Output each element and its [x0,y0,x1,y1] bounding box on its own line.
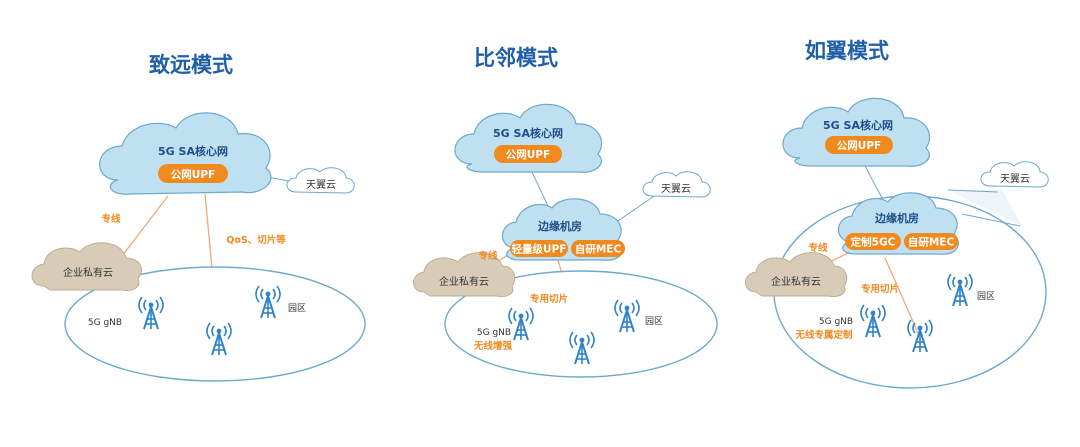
core-cloud-label: 5G SA核心网 [158,144,228,158]
park-zone [64,266,366,382]
public-upf-tag [825,136,893,154]
dedicated-line-label: 专线 [101,213,121,225]
park-label: 园区 [645,316,663,327]
edge-tag-custom-5gc [845,233,901,250]
dedicated-slice-label: 专用切片 [530,293,568,305]
dedicated-slice-label: 专用切片 [861,283,899,295]
gnb-label: 5G gNB [819,317,853,327]
tianyi-cloud [286,167,355,194]
line-edge-to-tianyi-2 [961,213,1021,227]
park-zone [444,270,718,378]
line-core-to-private [121,195,169,257]
edge-cloud-label: 边缘机房 [874,211,919,225]
private-cloud-label: 企业私有云 [439,275,489,288]
panel-zhiyuan: 致远模式 5G SA核心网 公网UPF 天翼云 企业私有云 专线 QoS、切片等… [31,53,366,382]
private-cloud [31,242,142,291]
line-edge-to-tianyi [611,191,661,226]
public-upf-label: 公网UPF [837,140,881,152]
public-upf-tag [158,164,228,183]
panel-ruyi: 如翼模式 5G SA核心网 公网UPF 天翼云 边缘机房 定制5GC 自研MEC… [745,39,1049,389]
line-core-to-edge [863,163,883,199]
tianyi-cloud-label: 天翼云 [1000,173,1030,185]
edge-tag-lightweight-upf [510,240,568,257]
core-network-cloud [99,112,272,195]
core-cloud-label: 5G SA核心网 [493,126,563,140]
dedicated-line-label: 专线 [808,242,828,254]
core-cloud-label: 5G SA核心网 [823,118,893,132]
panel-bilin: 比邻模式 5G SA核心网 公网UPF 天翼云 边缘机房 轻量级UPF 自研ME… [413,46,718,378]
edge-tag-label-1: 轻量级UPF [512,243,567,256]
core-network-cloud [782,97,931,167]
tianyi-cloud-label: 天翼云 [306,179,336,191]
public-upf-tag [494,145,562,163]
private-cloud-label: 企业私有云 [771,275,821,288]
public-upf-label: 公网UPF [171,169,215,181]
wireless-custom-label: 无线专属定制 [794,329,853,341]
line-edge-to-antenna [884,257,919,334]
core-network-cloud [454,103,603,173]
tianyi-cloud-label: 天翼云 [661,183,691,195]
public-upf-label: 公网UPF [506,149,550,161]
edge-tag-label-2: 自研MEC [908,236,955,249]
panel-title: 致远模式 [149,53,233,77]
private-cloud [745,252,848,297]
edge-tag-label-1: 定制5GC [850,236,896,249]
gnb-label: 5G gNB [477,328,511,338]
qos-slice-label: QoS、切片等 [226,234,286,246]
panel-title: 如翼模式 [805,39,889,63]
line-core-to-edge [530,169,549,207]
gnb-label: 5G gNB [88,318,122,328]
edge-tag-label-2: 自研MEC [575,243,622,256]
edge-tag-mec [904,233,958,250]
park-label: 园区 [288,303,306,314]
tianyi-link-fill [948,190,1022,226]
park-label: 园区 [977,291,995,302]
edge-tag-mec [571,240,625,257]
wireless-enhance-label: 无线增强 [473,340,513,352]
private-cloud-label: 企业私有云 [63,266,113,279]
tianyi-cloud [980,161,1049,188]
line-edge-to-tianyi [947,189,999,193]
panel-title: 比邻模式 [474,46,558,70]
private-cloud [413,252,516,297]
tianyi-cloud [642,171,711,198]
edge-cloud-label: 边缘机房 [537,219,582,233]
dedicated-line-label: 专线 [478,250,498,262]
